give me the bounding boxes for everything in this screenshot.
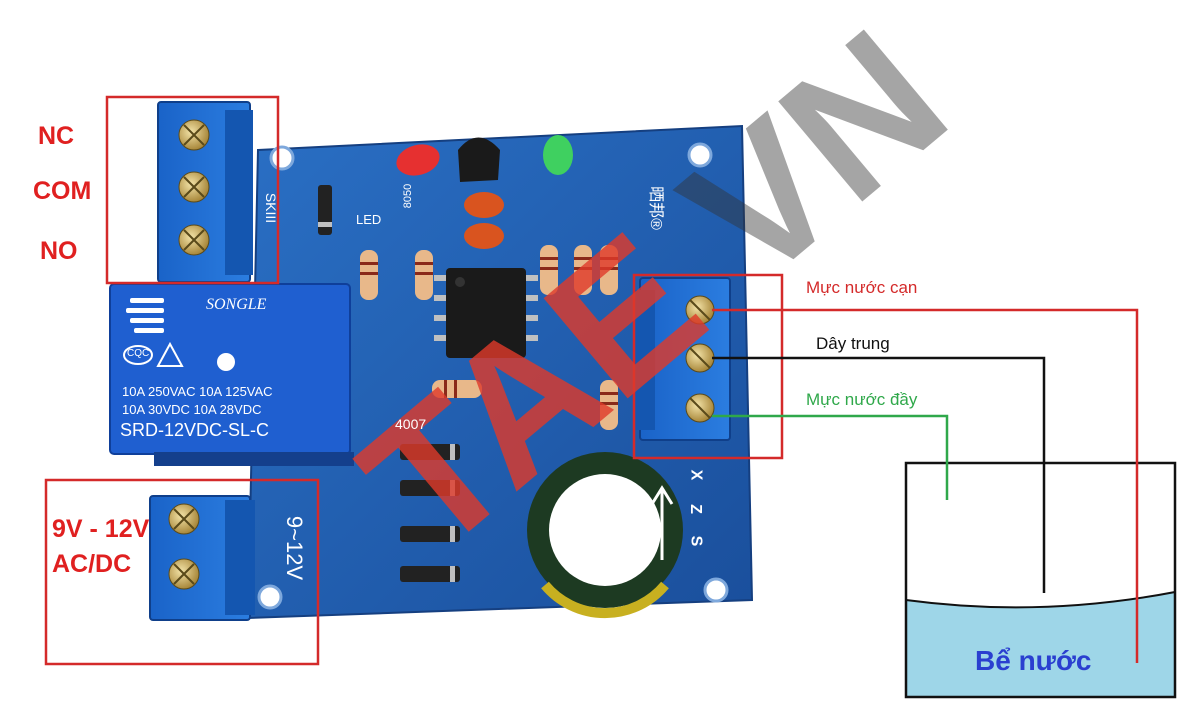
silk-brand-mark: 晒邦® — [646, 186, 664, 230]
silk-pin-s: S — [687, 535, 705, 547]
mounting-hole — [257, 584, 283, 610]
wire-low-level — [712, 308, 1139, 663]
green-led — [543, 135, 573, 175]
power-terminal-block — [149, 495, 255, 621]
mounting-hole — [703, 577, 729, 603]
tank-water — [906, 592, 1175, 697]
wire-common — [712, 356, 1046, 593]
label-water-tank: Bể nước — [975, 645, 1092, 676]
label-power-voltage: 9V - 12V — [52, 515, 150, 543]
relay-spec-line1: 10A 250VAC 10A 125VAC — [122, 384, 273, 399]
relay-spec-line2: 10A 30VDC 10A 28VDC — [122, 402, 262, 417]
label-power-type: AC/DC — [52, 550, 132, 578]
silk-voltage: 9~12V — [282, 515, 308, 581]
label-com: COM — [33, 177, 92, 205]
ceramic-capacitor — [464, 192, 504, 218]
label-nc: NC — [38, 122, 75, 150]
sensor-terminal-block — [635, 277, 731, 441]
label-full-level-wire: Mực nước đầy — [806, 390, 918, 409]
resistors — [360, 245, 618, 430]
water-surface-line — [905, 591, 1176, 609]
label-common-wire: Dây trung — [816, 334, 890, 353]
silk-pin-x: X — [687, 469, 705, 481]
silk-transistor: 8050 — [402, 183, 415, 209]
red-led — [396, 144, 440, 176]
silk-pin-z: Z — [686, 504, 704, 514]
silk-relay-pins: SKIII — [263, 192, 280, 224]
wire-full-level — [712, 414, 949, 500]
power-terminal-highlight — [44, 478, 320, 666]
silk-diode: 4007 — [395, 416, 427, 432]
electrolytic-capacitor — [527, 452, 683, 619]
relay-terminal-block — [157, 101, 253, 283]
diodes — [318, 185, 460, 582]
sensor-terminal-highlight — [632, 273, 784, 460]
mounting-hole — [269, 145, 295, 171]
label-low-level-wire: Mực nước cạn — [806, 278, 918, 297]
relay-cert: CQC — [127, 348, 150, 359]
ic-chip — [434, 268, 538, 358]
relay-brand: SONGLE — [206, 296, 267, 313]
silk-led: LED — [356, 212, 382, 227]
relay-terminal-highlight — [105, 95, 280, 285]
transistor — [458, 137, 500, 182]
water-tank — [904, 461, 1177, 699]
ceramic-capacitor — [464, 223, 504, 249]
label-no: NO — [40, 237, 78, 265]
silkscreen-arrow — [650, 485, 674, 560]
relay-model: SRD-12VDC-SL-C — [120, 420, 270, 440]
mounting-hole — [687, 142, 713, 168]
